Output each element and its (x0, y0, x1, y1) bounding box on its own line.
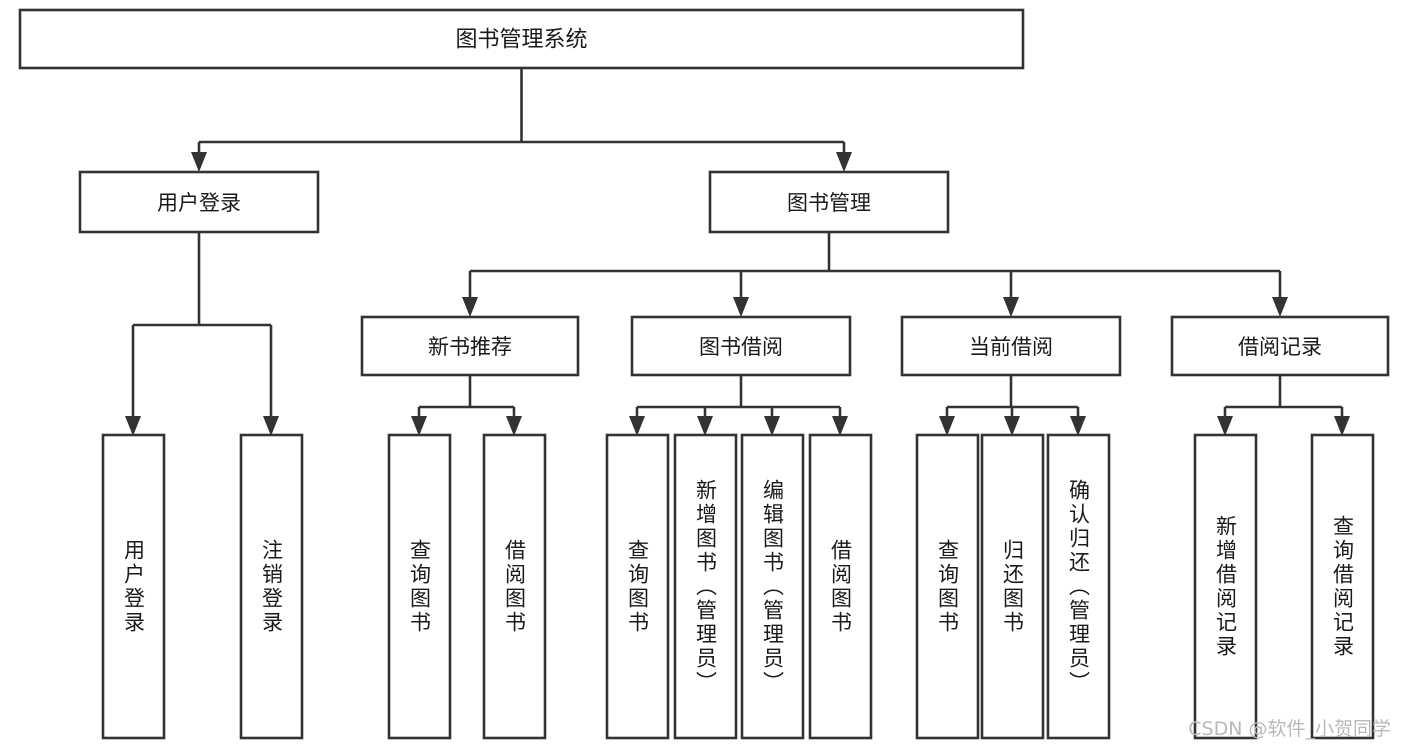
arrowhead-new-book-recommend (462, 297, 478, 317)
node-label-current-borrow: 当前借阅 (969, 335, 1053, 359)
node-box-leaf-return-book[interactable] (980, 433, 1045, 740)
node-box-leaf-edit-book[interactable] (740, 433, 805, 740)
node-box-leaf-add-book[interactable] (673, 433, 738, 740)
node-box-current-borrow[interactable] (900, 315, 1122, 377)
node-label-leaf-query-book-1: 查询图书 (407, 538, 432, 635)
arrowhead-leaf-edit-book (764, 416, 780, 436)
arrowhead-user-login (191, 152, 207, 172)
node-label-leaf-query-book-2: 查询图书 (625, 538, 650, 635)
arrowhead-leaf-query-book-1 (411, 416, 427, 436)
node-layer: 图书管理系统 用户登录 图书管理 新书推荐 图书借阅 当前借阅 借阅记录 (18, 8, 1390, 740)
node-box-book-manage[interactable] (708, 170, 950, 234)
node-label-leaf-user-login: 用户登录 (121, 538, 146, 635)
node-label-user-login: 用户登录 (157, 191, 241, 215)
node-label-leaf-add-record: 新增借阅记录 (1213, 514, 1238, 659)
node-label-leaf-query-book-3: 查询图书 (935, 538, 960, 635)
arrowhead-leaf-return-book (1004, 416, 1020, 436)
node-label-borrow-record: 借阅记录 (1238, 335, 1322, 359)
arrowhead-leaf-borrow-book-1 (506, 416, 522, 436)
node-box-user-login[interactable] (78, 170, 320, 234)
node-label-book-manage: 图书管理 (787, 191, 871, 215)
node-label-leaf-add-book: 新增图书（管理员） (693, 478, 718, 695)
node-box-borrow-record[interactable] (1170, 315, 1390, 377)
arrowhead-leaf-query-book-2 (629, 416, 645, 436)
node-label-leaf-user-logout: 注销登录 (259, 538, 284, 635)
node-label-leaf-edit-book: 编辑图书（管理员） (760, 478, 785, 695)
node-label-leaf-return-book: 归还图书 (1000, 538, 1025, 635)
node-box-new-book-recommend[interactable] (360, 315, 580, 377)
node-box-leaf-borrow-book-2[interactable] (808, 433, 873, 740)
node-box-leaf-confirm-return[interactable] (1046, 433, 1111, 740)
arrowhead-current-borrow (1003, 297, 1019, 317)
arrowhead-leaf-query-book-3 (939, 416, 955, 436)
node-box-leaf-query-book-1[interactable] (387, 433, 452, 740)
node-label-book-borrow: 图书借阅 (699, 335, 783, 359)
arrowhead-leaf-user-login (125, 416, 141, 436)
arrowhead-leaf-add-record (1217, 416, 1233, 436)
arrowhead-leaf-user-logout (263, 416, 279, 436)
node-box-leaf-add-record[interactable] (1193, 433, 1258, 740)
node-box-root[interactable] (18, 8, 1025, 70)
arrowhead-leaf-add-book (697, 416, 713, 436)
node-box-leaf-user-logout[interactable] (239, 433, 304, 740)
node-box-leaf-query-book-2[interactable] (605, 433, 670, 740)
csdn-watermark: CSDN @软件_小贺同学 (1188, 718, 1391, 740)
node-box-leaf-user-login[interactable] (101, 433, 166, 740)
arrowhead-leaf-borrow-book-2 (832, 416, 848, 436)
arrowhead-leaf-query-record (1334, 416, 1350, 436)
node-label-leaf-borrow-book-2: 借阅图书 (828, 538, 853, 635)
arrowhead-book-manage (836, 152, 852, 172)
arrowhead-borrow-record (1272, 297, 1288, 317)
arrowhead-book-borrow (733, 297, 749, 317)
node-label-leaf-borrow-book-1: 借阅图书 (502, 538, 527, 635)
node-box-leaf-borrow-book-1[interactable] (482, 433, 547, 740)
arrowhead-leaf-confirm-return (1070, 416, 1086, 436)
node-label-root: 图书管理系统 (455, 28, 587, 53)
node-label-leaf-confirm-return: 确认归还（管理员） (1066, 478, 1091, 695)
connector-layer (125, 68, 1350, 436)
node-label-new-book-recommend: 新书推荐 (428, 335, 512, 359)
node-box-leaf-query-record[interactable] (1310, 433, 1375, 740)
node-box-leaf-query-book-3[interactable] (915, 433, 980, 740)
node-label-leaf-query-record: 查询借阅记录 (1330, 514, 1355, 659)
node-box-book-borrow[interactable] (630, 315, 852, 377)
